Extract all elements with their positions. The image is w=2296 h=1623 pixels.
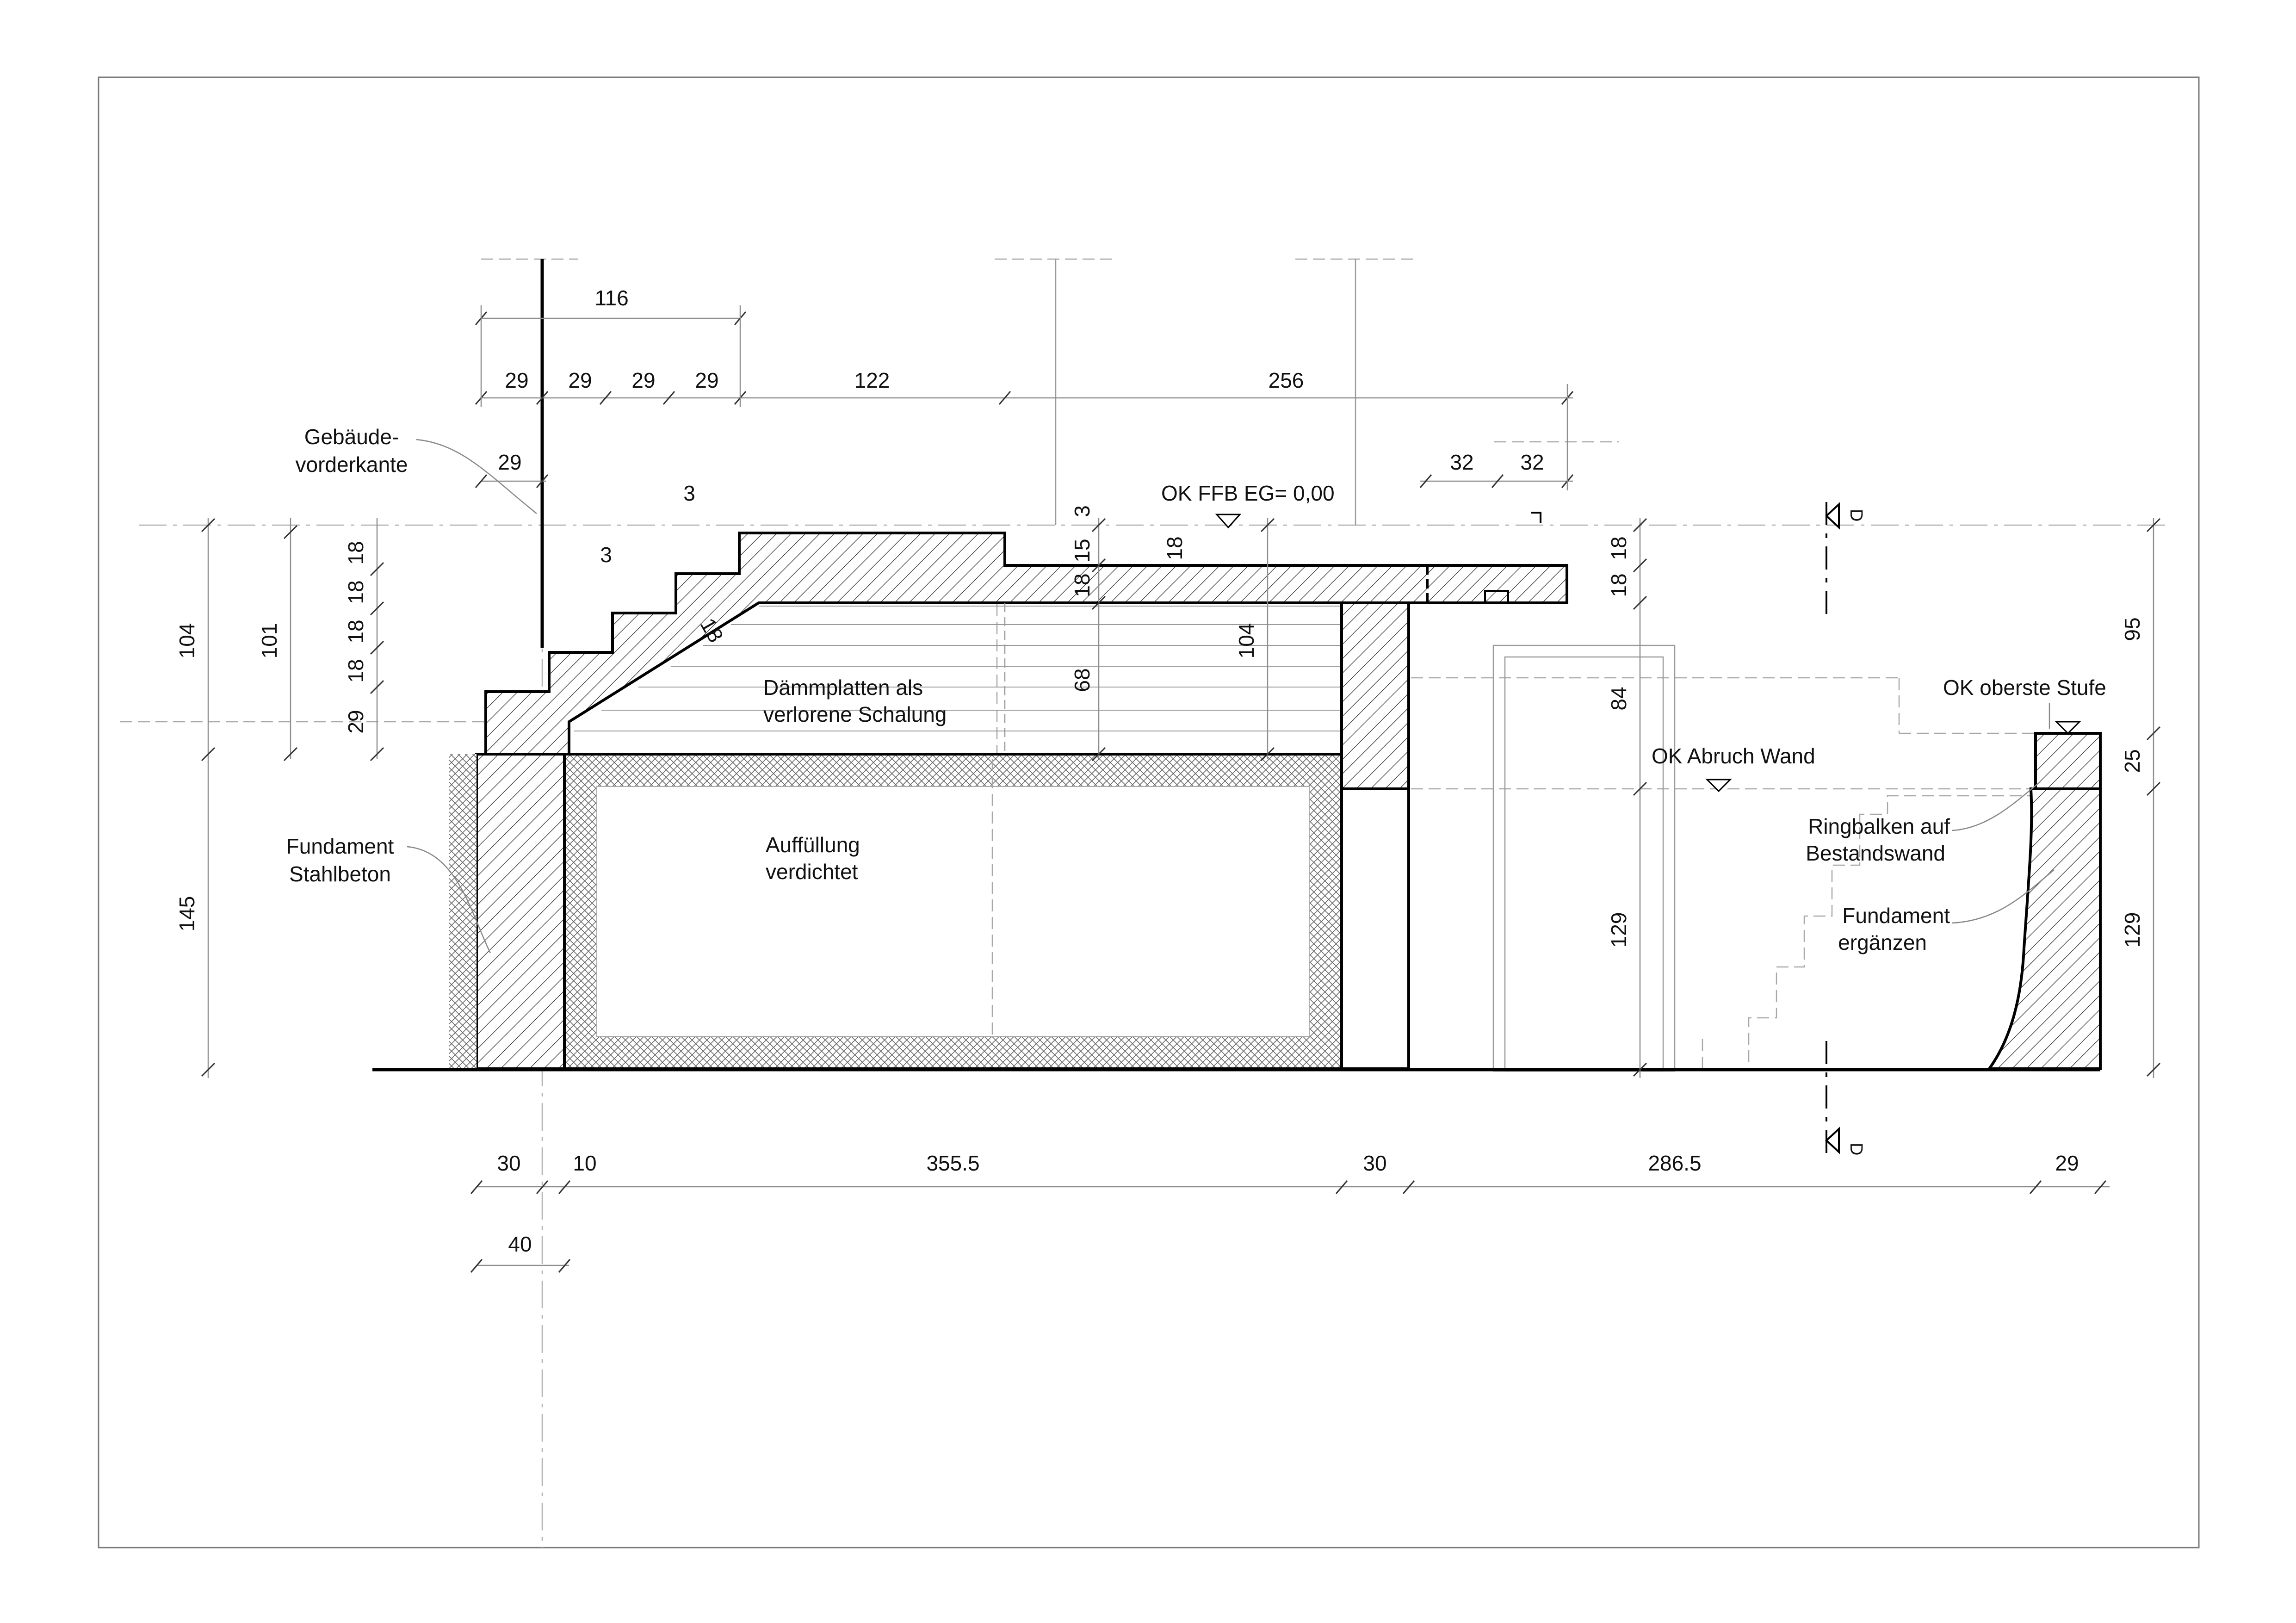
svg-text:355.5: 355.5 — [926, 1151, 979, 1175]
svg-text:18: 18 — [1607, 573, 1631, 597]
label-ring-2: Bestandswand — [1806, 841, 1945, 865]
svg-text:3: 3 — [600, 543, 612, 567]
section-marker-bottom: D — [1825, 1041, 1866, 1157]
svg-text:68: 68 — [1070, 668, 1094, 692]
svg-text:18: 18 — [344, 659, 368, 682]
dims-top: 116 29 29 29 29 122 256 29 3 32 32 — [475, 286, 1574, 505]
svg-text:29: 29 — [631, 368, 655, 392]
svg-text:101: 101 — [257, 623, 281, 659]
svg-text:3: 3 — [683, 481, 695, 505]
svg-text:95: 95 — [2120, 617, 2144, 641]
ring-beam — [2034, 732, 2102, 790]
level-marker-ffb — [1215, 514, 1242, 529]
svg-text:18: 18 — [1163, 536, 1187, 560]
svg-text:129: 129 — [2120, 912, 2144, 948]
stair-concrete — [484, 532, 1568, 756]
dims-middle: 3 15 18 18 68 104 18 18 84 129 18 3 — [600, 505, 1647, 1078]
label-ok-ffb: OK FFB EG= 0,00 — [1161, 481, 1335, 505]
dims-right: 95 25 129 — [2120, 518, 2161, 1078]
svg-text:29: 29 — [568, 368, 592, 392]
svg-text:18: 18 — [344, 619, 368, 643]
svg-text:29: 29 — [2055, 1151, 2079, 1175]
svg-text:29: 29 — [505, 368, 528, 392]
svg-text:30: 30 — [497, 1151, 520, 1175]
label-ok-stufe: OK oberste Stufe — [1943, 675, 2106, 700]
level-marker-stufe — [2055, 721, 2081, 735]
svg-text:286.5: 286.5 — [1648, 1151, 1701, 1175]
svg-text:256: 256 — [1269, 368, 1304, 392]
label-gebaeude-2: vorderkante — [296, 452, 408, 477]
svg-text:25: 25 — [2120, 749, 2144, 773]
foundation-left — [475, 753, 566, 1070]
section-marker-top: D — [1825, 502, 1866, 615]
svg-text:18: 18 — [344, 580, 368, 604]
svg-text:3: 3 — [1070, 505, 1094, 517]
label-fundament-2: Stahlbeton — [289, 862, 391, 886]
svg-text:145: 145 — [175, 896, 199, 932]
label-ring-1: Ringbalken auf — [1808, 814, 1950, 838]
svg-text:84: 84 — [1607, 687, 1631, 710]
svg-text:18: 18 — [1070, 573, 1094, 597]
drawing-frame — [98, 76, 2200, 1549]
svg-text:D: D — [1846, 509, 1866, 521]
door-opening — [1492, 644, 1676, 1072]
svg-text:104: 104 — [175, 623, 199, 659]
leader-lines — [407, 439, 2055, 954]
label-fund2-2: ergänzen — [1838, 930, 1927, 954]
svg-text:104: 104 — [1234, 623, 1258, 659]
svg-text:30: 30 — [1363, 1151, 1386, 1175]
level-marker-abruch — [1705, 779, 1732, 793]
svg-text:18: 18 — [1607, 536, 1631, 560]
svg-text:32: 32 — [1450, 450, 1473, 474]
dims-left: 104 101 145 18 18 18 18 29 — [175, 518, 384, 1078]
svg-text:129: 129 — [1607, 912, 1631, 948]
svg-text:15: 15 — [1070, 539, 1094, 562]
label-fund2-1: Fundament — [1842, 904, 1950, 928]
label-auff-1: Auffüllung — [766, 833, 860, 857]
svg-text:40: 40 — [508, 1232, 532, 1256]
svg-text:32: 32 — [1520, 450, 1544, 474]
svg-text:116: 116 — [594, 286, 628, 310]
dims-bottom: 30 10 355.5 30 286.5 29 40 — [470, 1151, 2110, 1273]
label-ok-abruch: OK Abruch Wand — [1652, 744, 1815, 768]
foundation-right — [1987, 787, 2102, 1070]
svg-text:122: 122 — [854, 368, 890, 392]
annotations: Gebäude- vorderkante Fundament Stahlbeto… — [286, 425, 2106, 954]
svg-text:29: 29 — [498, 450, 521, 474]
label-daemm-1: Dämmplatten als — [763, 675, 923, 700]
svg-text:29: 29 — [344, 710, 368, 733]
existing-wall — [1340, 601, 1410, 790]
label-daemm-2: verlorene Schalung — [763, 702, 947, 726]
svg-text:D: D — [1846, 1143, 1866, 1155]
label-auff-2: verdichtet — [766, 860, 858, 884]
svg-text:10: 10 — [573, 1151, 596, 1175]
svg-text:29: 29 — [695, 368, 718, 392]
label-fundament-1: Fundament — [286, 834, 394, 858]
label-gebaeude-1: Gebäude- — [304, 425, 399, 449]
svg-text:18: 18 — [344, 541, 368, 564]
